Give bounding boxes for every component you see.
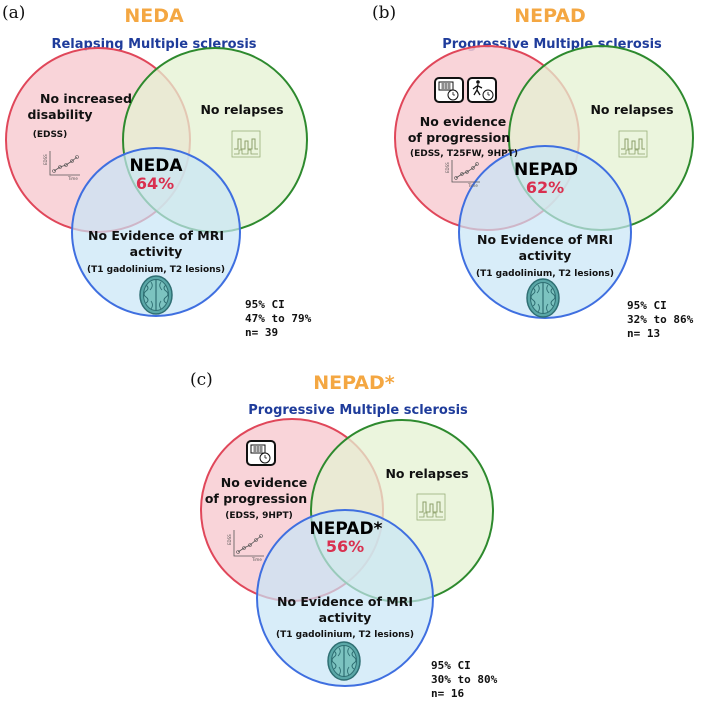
red-label-line2: disability (27, 107, 92, 122)
ci-line3: n= 16 (431, 687, 464, 700)
center-label: NEPAD* (310, 519, 383, 539)
venn-circle-mri (71, 147, 241, 317)
panel-letter: (a) (2, 3, 25, 23)
green-label: No relapses (590, 102, 673, 117)
brain-mri-icon (526, 278, 560, 318)
green-label: No relapses (385, 466, 468, 481)
center-percent: 64% (136, 174, 174, 193)
blue-sublabel: (T1 gadolinium, T2 lesions) (276, 630, 414, 640)
blue-sublabel: (T1 gadolinium, T2 lesions) (87, 265, 225, 275)
panel-letter: (b) (372, 3, 396, 23)
red-sublabel: (EDSS) (33, 130, 67, 140)
ci-line3: n= 39 (245, 326, 278, 339)
edss-axis-label: EDSS (43, 154, 48, 165)
edss-graph-icon: EDSS Time (227, 530, 264, 562)
red-label-line2: of progression (408, 130, 510, 145)
pegboard-timer-icon (246, 440, 276, 466)
panel-title: NEDA (124, 5, 184, 27)
red-label-line2: of progression (205, 491, 307, 506)
panel-subtitle: Progressive Multiple sclerosis (248, 403, 468, 418)
edss-graph-icon: EDSS Time (43, 151, 80, 181)
blue-label-line1: No Evidence of MRI (88, 228, 224, 243)
venn-circle-mri (458, 145, 632, 319)
center-label: NEPAD (514, 160, 578, 180)
blue-label-line2: activity (130, 244, 183, 259)
edss-graph-icon: EDSS Time (445, 160, 480, 188)
red-sublabel: (EDSS, T25FW, 9HPT) (410, 149, 518, 159)
edss-axis-label: EDSS (445, 162, 450, 173)
ci-line1: 95% CI (627, 299, 667, 312)
ci-line2: 30% to 80% (431, 673, 498, 686)
time-axis-label: Time (467, 183, 478, 188)
panel-c: (c) NEPAD* Progressive Multiple sclerosi… (190, 370, 498, 700)
panel-b: (b) NEPAD Progressive Multiple sclerosis… (372, 3, 694, 340)
blue-label-line2: activity (519, 248, 572, 263)
panel-title: NEPAD* (313, 372, 395, 394)
panel-letter: (c) (190, 370, 213, 390)
red-label-line1: No evidence (221, 475, 308, 490)
center-label: NEDA (129, 156, 183, 176)
panel-title: NEPAD (514, 5, 586, 27)
venn-circle-mri (256, 509, 434, 687)
pegboard-timer-icon (434, 77, 464, 103)
red-sublabel: (EDSS, 9HPT) (225, 511, 293, 521)
time-axis-label: Time (67, 176, 78, 181)
ci-line2: 47% to 79% (245, 312, 312, 325)
blue-sublabel: (T1 gadolinium, T2 lesions) (476, 269, 614, 279)
center-percent: 56% (326, 537, 364, 556)
ci-line2: 32% to 86% (627, 313, 694, 326)
red-label-line1: No increased (40, 91, 132, 106)
ci-line1: 95% CI (245, 298, 285, 311)
blue-label-line1: No Evidence of MRI (277, 594, 413, 609)
center-percent: 62% (526, 178, 564, 197)
ci-line3: n= 13 (627, 327, 660, 340)
blue-label-line2: activity (319, 610, 372, 625)
red-label-line1: No evidence (420, 114, 507, 129)
walker-timer-icon (467, 77, 497, 103)
panel-a: (a) NEDA Relapsing Multiple sclerosis No… (2, 3, 312, 339)
ci-line1: 95% CI (431, 659, 471, 672)
blue-label-line1: No Evidence of MRI (477, 232, 613, 247)
edss-axis-label: EDSS (227, 534, 232, 545)
time-axis-label: Time (251, 557, 262, 562)
brain-mri-icon (139, 275, 173, 315)
green-label: No relapses (200, 102, 283, 117)
brain-mri-icon (327, 641, 361, 681)
